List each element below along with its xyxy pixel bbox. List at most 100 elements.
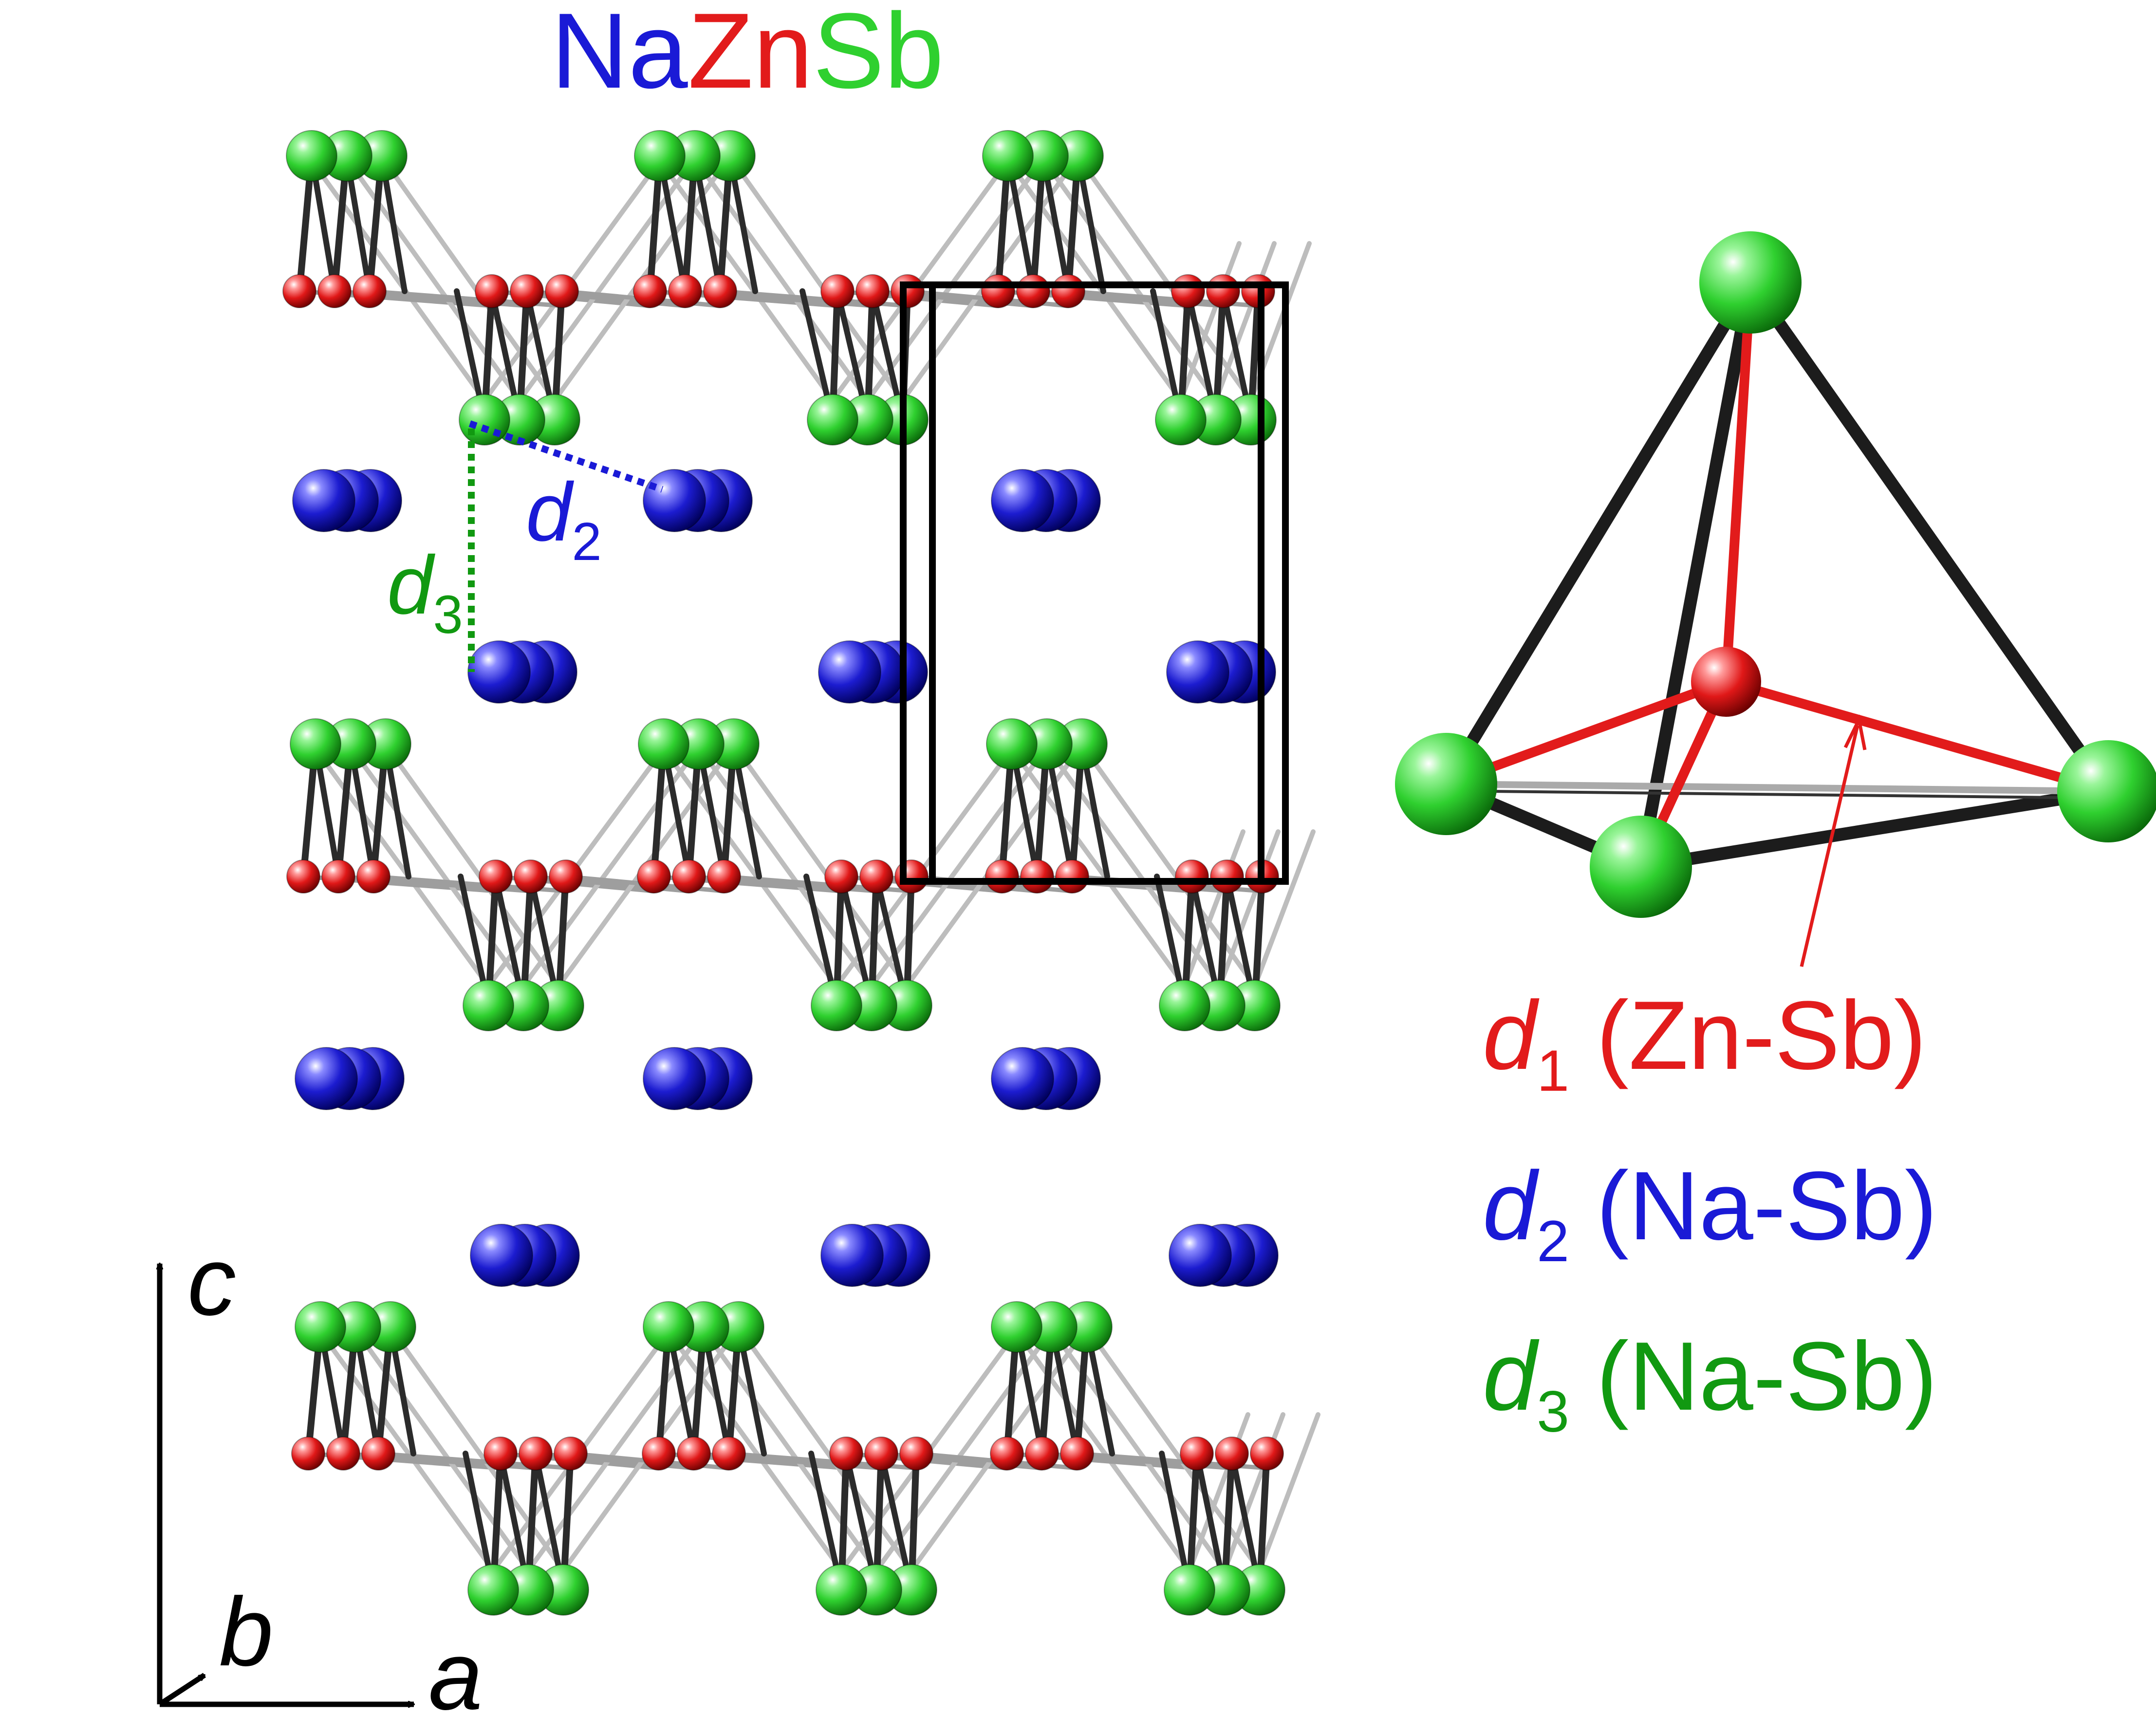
zn-atom bbox=[668, 274, 702, 308]
zn-atom bbox=[1171, 274, 1205, 308]
sb-atom bbox=[467, 1564, 519, 1616]
zn-atom-center bbox=[1691, 647, 1761, 717]
title-zn: Zn bbox=[688, 0, 813, 111]
zn-atom bbox=[1175, 859, 1209, 894]
legend-d1-subscript: 1 bbox=[1537, 1038, 1569, 1103]
zn-atom bbox=[519, 1436, 553, 1471]
zn-atom bbox=[291, 1436, 325, 1471]
zn-atom bbox=[829, 1436, 863, 1471]
zn-atom bbox=[864, 1436, 898, 1471]
compound-title: NaZnSb bbox=[551, 0, 944, 111]
zn-atom bbox=[642, 1436, 676, 1471]
zn-atom bbox=[981, 274, 1015, 308]
light-bond bbox=[731, 743, 909, 989]
tetra-grey-edge-shadow bbox=[1446, 789, 2109, 800]
na-atom bbox=[295, 1047, 358, 1110]
na-atom bbox=[467, 640, 531, 704]
light-bond bbox=[1252, 829, 1316, 989]
na-atom bbox=[470, 1224, 533, 1287]
zn-atom bbox=[891, 274, 925, 308]
na-atom bbox=[1169, 1224, 1232, 1287]
title-na: Na bbox=[551, 0, 688, 111]
sb-atom-top bbox=[1699, 231, 1802, 334]
zn-atom bbox=[824, 859, 858, 894]
b-axis-arrow bbox=[158, 1673, 204, 1707]
zn-atom bbox=[1051, 274, 1085, 308]
sb-atom-front bbox=[1590, 816, 1692, 918]
atoms bbox=[282, 130, 1285, 1616]
d1-pointer-arrow bbox=[1800, 725, 1859, 967]
zn-atom bbox=[707, 859, 741, 894]
zn-atom bbox=[1060, 1436, 1094, 1471]
sb-atom bbox=[638, 718, 689, 770]
light-bond bbox=[736, 1325, 914, 1573]
zn-atom bbox=[479, 859, 513, 894]
d3-symbol: d bbox=[387, 539, 436, 632]
legend-d3: d3 (Na-Sb) bbox=[1483, 1322, 1937, 1444]
zn-atom bbox=[1055, 859, 1089, 894]
distance-legend: d1 (Zn-Sb) d2 (Na-Sb) d3 (Na-Sb) bbox=[1483, 981, 1937, 1444]
sb-atom bbox=[1159, 980, 1210, 1031]
znsb4-tetrahedron-icon bbox=[1395, 231, 2156, 967]
light-bonds bbox=[297, 154, 1320, 1573]
tetra-grey-edge bbox=[1446, 781, 2109, 795]
zn-atom bbox=[990, 1436, 1024, 1471]
d2-symbol: d bbox=[526, 466, 575, 559]
sb-atom bbox=[811, 980, 862, 1031]
zn-atom bbox=[859, 859, 893, 894]
unit-cell bbox=[900, 281, 1289, 885]
d2-subscript: 2 bbox=[572, 512, 602, 572]
sb-atom bbox=[807, 394, 858, 446]
zn-atom bbox=[282, 274, 316, 308]
legend-d3-label: (Na-Sb) bbox=[1569, 1322, 1937, 1431]
axes-icon bbox=[160, 1264, 414, 1704]
zn-atom bbox=[514, 859, 548, 894]
legend-d1: d1 (Zn-Sb) bbox=[1483, 981, 1926, 1103]
zn-atom bbox=[545, 274, 579, 308]
zn-atom bbox=[820, 274, 855, 308]
legend-d2-symbol: d bbox=[1483, 1152, 1540, 1260]
zn-atom bbox=[1250, 1436, 1284, 1471]
sb-atom bbox=[290, 718, 341, 770]
sb-atom bbox=[643, 1301, 694, 1353]
zn-atom bbox=[1020, 859, 1054, 894]
na-atom bbox=[991, 1047, 1054, 1110]
legend-d2-subscript: 2 bbox=[1537, 1209, 1569, 1274]
na-atom bbox=[991, 469, 1054, 532]
zn-atom bbox=[554, 1436, 588, 1471]
axis-label-c: c bbox=[187, 1227, 236, 1336]
na-atom bbox=[643, 1047, 706, 1110]
legend-d1-symbol: d bbox=[1483, 981, 1540, 1090]
na-atom bbox=[643, 469, 706, 532]
tetra-black-edges bbox=[1440, 276, 2115, 873]
sb-atom-left bbox=[1395, 733, 1497, 835]
light-bond bbox=[830, 158, 1010, 403]
zn-atom bbox=[677, 1436, 711, 1471]
sb-atom bbox=[295, 1301, 346, 1353]
d2-label: d2 bbox=[526, 466, 602, 572]
sb-atom bbox=[634, 130, 686, 182]
zn-atom bbox=[899, 1436, 933, 1471]
sb-atom-right bbox=[2057, 740, 2156, 842]
zn-atom bbox=[855, 274, 890, 308]
d1-pointer-arrowhead bbox=[1843, 714, 1867, 750]
sb-atom bbox=[286, 130, 337, 182]
zn-atom bbox=[549, 859, 583, 894]
light-bond bbox=[1182, 829, 1245, 989]
zn-atom bbox=[633, 274, 667, 308]
d3-subscript: 3 bbox=[433, 585, 463, 645]
zn-atom bbox=[1180, 1436, 1214, 1471]
sb-atom bbox=[1164, 1564, 1215, 1616]
zn-atom bbox=[1210, 859, 1244, 894]
sb-atom bbox=[982, 130, 1034, 182]
zn-atom bbox=[703, 274, 737, 308]
light-bond bbox=[1217, 829, 1281, 989]
axis-label-b: b bbox=[219, 1578, 273, 1686]
na-atom bbox=[818, 640, 881, 704]
title-sb: Sb bbox=[813, 0, 944, 111]
zn-atom bbox=[1215, 1436, 1249, 1471]
legend-d3-symbol: d bbox=[1483, 1322, 1540, 1431]
sb-atom bbox=[991, 1301, 1042, 1353]
zn-atom bbox=[510, 274, 544, 308]
